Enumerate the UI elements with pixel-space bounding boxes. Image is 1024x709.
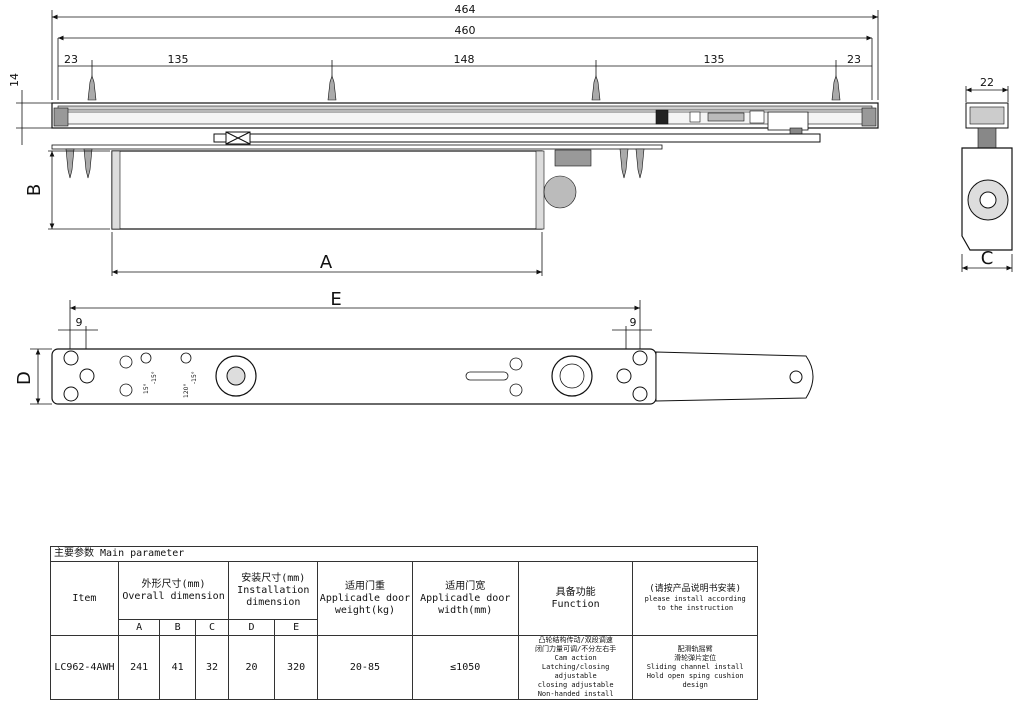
header-overall-cn: 外形尺寸(mm) (141, 578, 206, 590)
closer-body (51, 144, 663, 230)
rail-screws (87, 75, 841, 101)
top-dimensions (51, 10, 879, 100)
header-weight: 适用门重 Applicadle door weight(kg) (317, 561, 413, 636)
dim-rail-length: 460 (455, 24, 476, 37)
cell-a: 241 (117, 635, 161, 700)
header-function-cn: 具备功能 (555, 586, 596, 598)
label-d: D (14, 371, 35, 385)
angle-label-3: 120° (183, 384, 190, 398)
sliding-rail (51, 102, 879, 141)
dim-a-lines (111, 232, 543, 276)
dim-overall-length: 464 (455, 3, 476, 16)
angle-label-2: -15° (151, 371, 158, 384)
header-item: Item (50, 561, 119, 636)
dim-hole-offset-right: 9 (630, 316, 637, 329)
header-function: 具备功能 Function (517, 561, 634, 636)
header-weight-en-1: Applicadle door (319, 592, 411, 604)
function-line-4: Latching/closing adjustable (541, 663, 610, 680)
dim-hole-offset-left: 9 (76, 316, 83, 329)
header-width: 适用门宽 Applicadle door width(mm) (411, 561, 519, 636)
cell-function: 凸轮结构传动/双段调速 闭门力量可调/不分左右手 Cam action Latc… (517, 635, 634, 700)
dim-b-lines (48, 150, 110, 230)
angle-label-1: 15° (143, 383, 150, 394)
note-line-2: 滑轮弹片定位 (674, 654, 717, 662)
header-col-e: E (273, 619, 319, 636)
mounting-plate-plan (51, 348, 814, 405)
header-overall-en: Overall dimension (122, 590, 225, 602)
cell-c: 32 (194, 635, 230, 700)
cell-e: 320 (273, 635, 319, 700)
dim-d-lines (30, 348, 52, 405)
dim-span-3: 135 (704, 53, 725, 66)
header-install-en-2: dimension (246, 596, 301, 608)
rail-height-dim (16, 90, 52, 145)
dim-edge-right: 23 (847, 53, 861, 66)
header-weight-cn: 适用门重 (344, 580, 385, 592)
header-width-cn: 适用门宽 (445, 580, 486, 592)
note-line-3: Sliding channel install (646, 663, 744, 671)
header-col-c: C (194, 619, 230, 636)
header-width-en-2: width(mm) (438, 604, 493, 616)
dim-rail-width: 22 (980, 76, 994, 89)
cell-install-note: 配滑轨摇臂 滑轮弹片定位 Sliding channel install Hol… (632, 635, 758, 700)
header-overall: 外形尺寸(mm) Overall dimension (117, 561, 230, 620)
header-width-en-1: Applicadle door (420, 592, 511, 604)
header-install-note-en-1: please install according (644, 595, 746, 603)
cell-width: ≤1050 (411, 635, 519, 700)
header-install-cn: 安装尺寸(mm) (241, 572, 306, 584)
main-parameter-table: 主要参数 Main parameter Item 外形尺寸(mm) Overal… (50, 546, 758, 700)
body-screws (65, 148, 645, 179)
label-e: E (330, 289, 341, 310)
function-line-2: 闭门力量可调/不分左右手 (535, 645, 617, 653)
header-install-note-cn: (请按产品说明书安装) (649, 584, 742, 594)
header-install-note: (请按产品说明书安装) please install according to … (632, 561, 758, 636)
header-install-note-en-2: to the instruction (657, 604, 734, 612)
function-line-6: Non-handed install (537, 690, 614, 698)
cell-weight: 20-85 (317, 635, 413, 700)
function-line-1: 凸轮结构传动/双段调速 (538, 636, 613, 644)
dim-span-2: 148 (454, 53, 475, 66)
header-col-a: A (117, 619, 161, 636)
function-line-3: Cam action (554, 654, 597, 662)
dim-edge-left: 23 (64, 53, 78, 66)
header-install: 安装尺寸(mm) Installation dimension (228, 561, 319, 620)
side-view (961, 102, 1013, 251)
label-a: A (320, 252, 333, 273)
label-b: B (24, 184, 45, 196)
cell-item: LC962-4AWH (50, 635, 119, 700)
table-caption: 主要参数 Main parameter (50, 546, 758, 562)
dim-e-lines (58, 300, 652, 352)
cell-b: 41 (159, 635, 196, 700)
note-line-4: Hold open sping cushion design (646, 672, 744, 689)
technical-drawing: 464 460 23 135 148 135 23 14 (8, 3, 1013, 405)
label-c: C (981, 248, 994, 269)
dim-rail-height: 14 (8, 73, 21, 87)
header-install-en-1: Installation (237, 584, 310, 596)
header-function-en: Function (551, 598, 600, 610)
header-weight-en-2: weight(kg) (334, 604, 396, 616)
header-col-b: B (159, 619, 196, 636)
header-col-d: D (228, 619, 275, 636)
angle-label-4: -15° (191, 371, 198, 384)
arm-bar (213, 131, 821, 145)
function-line-5: closing adjustable (537, 681, 614, 689)
side-view-dims (961, 86, 1013, 272)
table-row: LC962-4AWH 241 41 32 20 320 20-85 ≤1050 … (50, 635, 758, 700)
dim-span-1: 135 (168, 53, 189, 66)
cell-d: 20 (228, 635, 275, 700)
note-line-1: 配滑轨摇臂 (677, 645, 713, 653)
